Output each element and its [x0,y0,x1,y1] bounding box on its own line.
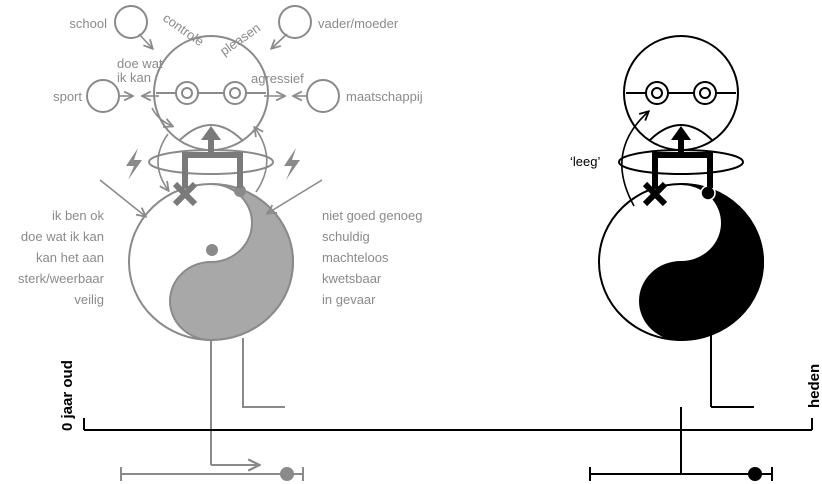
label-empty: ‘leeg’ [570,154,600,169]
label-parents: vader/moeder [318,16,399,31]
right-label-3: kwetsbaar [322,271,382,286]
present-figure [599,36,763,407]
label-school: school [69,16,107,31]
past-eye-left-icon [176,82,198,104]
label-sport: sport [53,89,82,104]
label-society: maatschappij [346,89,423,104]
left-label-4: veilig [74,292,104,307]
present-marker-dot [748,467,762,481]
right-label-0: niet goed genoeg [322,208,422,223]
label-aggressive: agressief [251,71,304,86]
sport-circle [87,80,119,112]
right-label-1: schuldig [322,229,370,244]
past-lightning-left-icon [126,148,142,180]
present-yin-yang [599,184,763,340]
label-do-what-line2: ik kan [117,70,151,85]
timeline: 0 jaar oud heden [59,360,822,481]
society-circle [307,80,339,112]
past-lightning-right-icon [284,148,300,180]
past-arrow-up-icon [201,126,221,140]
present-eye-right-icon [694,82,716,104]
past-marker-dot [280,467,294,481]
present-arrow-up-icon [671,126,691,140]
timeline-start-label: 0 jaar oud [59,360,76,431]
left-label-3: sterk/weerbaar [18,271,105,286]
left-label-1: doe wat ik kan [21,229,104,244]
left-labels-group: ik ben ok doe wat ik kan kan het aan sterk/… [18,208,105,307]
present-eye-left-icon [646,82,668,104]
right-label-4: in gevaar [322,292,376,307]
left-label-2: kan het aan [36,250,104,265]
label-please: pleasen [217,20,263,58]
school-circle [115,6,147,38]
timeline-end-label: heden [806,364,822,408]
label-do-what-line1: doe wat [117,56,163,71]
past-eye-right-icon [224,82,246,104]
parents-circle [279,6,311,38]
past-yin-yang [129,184,293,340]
left-label-0: ik ben ok [52,208,105,223]
right-labels-group: niet goed genoeg schuldig machteloos kwetsb… [322,208,422,307]
right-label-2: machteloos [322,250,389,265]
past-leg-right [243,338,285,407]
